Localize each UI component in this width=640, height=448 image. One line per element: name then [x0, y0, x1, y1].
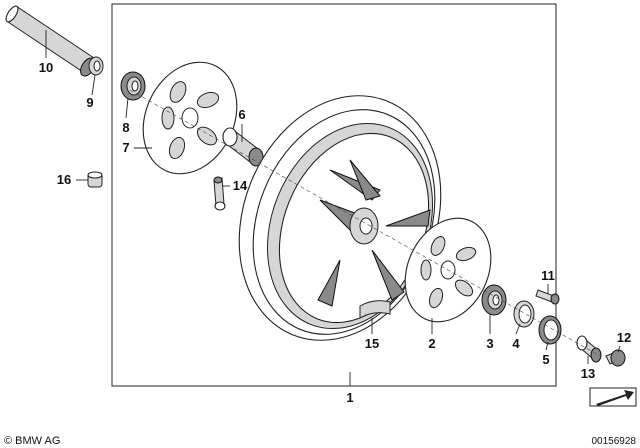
- callout-10: 10: [39, 60, 53, 75]
- callout-11: 11: [541, 268, 555, 283]
- callout-2: 2: [428, 336, 435, 351]
- image-number: 00156928: [592, 436, 637, 447]
- callout-1: 1: [346, 390, 353, 405]
- ring-part-4: [513, 300, 535, 328]
- bush-part-13: [576, 335, 602, 363]
- bolt-part-12: [605, 349, 626, 367]
- callout-6: 6: [238, 107, 245, 122]
- callout-13: 13: [581, 366, 595, 381]
- callout-5: 5: [542, 352, 549, 367]
- screw-part-11: [535, 289, 560, 305]
- callout-9: 9: [86, 95, 93, 110]
- valve-part-14: [213, 176, 226, 211]
- callout-12: 12: [617, 330, 631, 345]
- axis-line: [129, 89, 601, 357]
- callout-4: 4: [512, 336, 520, 351]
- spacer-part-9: [88, 56, 104, 76]
- wheel-rim-part-1: [238, 95, 442, 341]
- view-arrow-icon: [589, 387, 637, 407]
- assembly-frame: [111, 3, 557, 387]
- callout-14: 14: [233, 178, 248, 193]
- callout-16: 16: [57, 172, 71, 187]
- leader-lines: [45, 30, 621, 386]
- callout-15: 15: [365, 336, 379, 351]
- sleeve-part-6: [222, 127, 264, 167]
- brake-disc-part-7: [142, 61, 238, 175]
- weight-part-15: [359, 300, 391, 319]
- bearing-part-3: [481, 284, 507, 316]
- bearing-part-8: [120, 71, 146, 101]
- cap-part-16: [87, 171, 103, 188]
- callout-7: 7: [122, 140, 129, 155]
- callout-3: 3: [486, 336, 493, 351]
- callout-8: 8: [122, 120, 129, 135]
- copyright-label: © BMW AG: [4, 435, 60, 447]
- seal-part-5: [538, 315, 562, 345]
